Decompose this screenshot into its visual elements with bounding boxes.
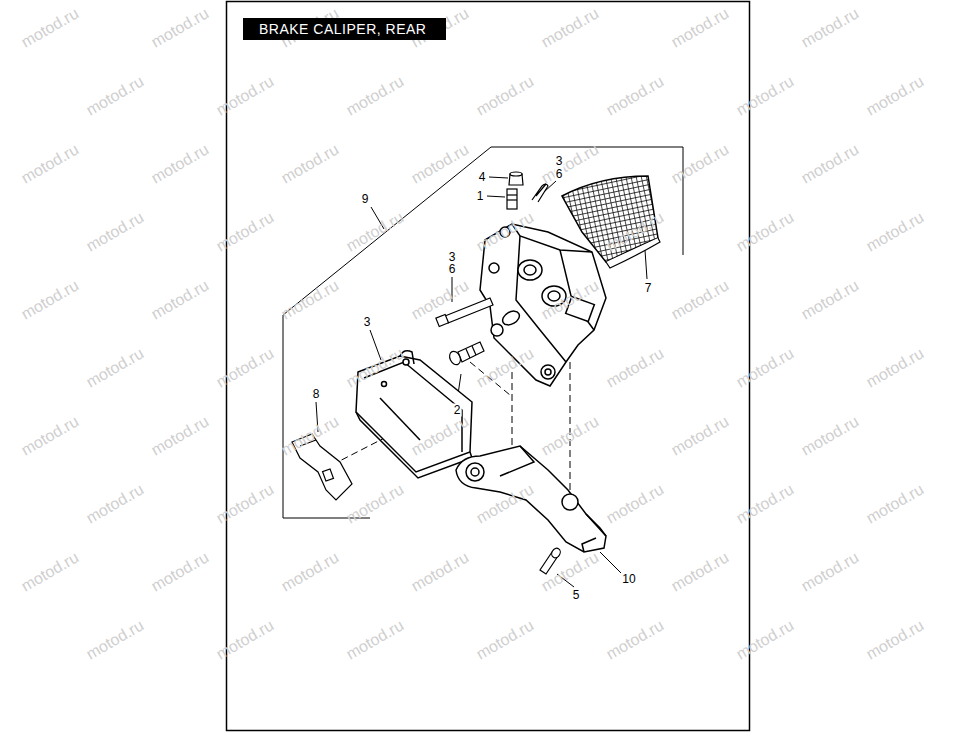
watermark: motod.ru xyxy=(734,209,797,254)
watermark: motod.ru xyxy=(279,141,342,186)
watermark: motod.ru xyxy=(19,413,82,458)
watermark: motod.ru xyxy=(214,481,277,526)
watermark: motod.ru xyxy=(344,617,407,662)
watermark: motod.ru xyxy=(539,141,602,186)
diagram-title: BRAKE CALIPER, REAR xyxy=(243,18,446,40)
watermark: motod.ru xyxy=(799,5,862,50)
watermark: motod.ru xyxy=(344,73,407,118)
watermark: motod.ru xyxy=(669,413,732,458)
watermark: motod.ru xyxy=(864,345,927,390)
watermark: motod.ru xyxy=(734,617,797,662)
watermark: motod.ru xyxy=(149,277,212,322)
watermark: motod.ru xyxy=(799,141,862,186)
watermark: motod.ru xyxy=(149,141,212,186)
watermark: motod.ru xyxy=(84,481,147,526)
watermark: motod.ru xyxy=(214,209,277,254)
watermark: motod.ru xyxy=(669,277,732,322)
callout-number: 8 xyxy=(312,388,321,401)
watermark: motod.ru xyxy=(734,481,797,526)
watermark: motod.ru xyxy=(539,5,602,50)
bleeder-valve xyxy=(507,172,523,209)
callout-number: 6 xyxy=(555,168,564,181)
watermark: motod.ru xyxy=(84,345,147,390)
watermark: motod.ru xyxy=(214,345,277,390)
watermark: motod.ru xyxy=(799,413,862,458)
watermark: motod.ru xyxy=(474,617,537,662)
watermark: motod.ru xyxy=(604,345,667,390)
watermark: motod.ru xyxy=(149,549,212,594)
callout-number: 4 xyxy=(478,171,487,184)
watermark: motod.ru xyxy=(149,5,212,50)
watermark: motod.ru xyxy=(149,413,212,458)
watermark: motod.ru xyxy=(604,481,667,526)
watermark: motod.ru xyxy=(409,141,472,186)
callout-number: 1 xyxy=(476,190,485,203)
watermark: motod.ru xyxy=(214,73,277,118)
watermark: motod.ru xyxy=(864,209,927,254)
watermark: motod.ru xyxy=(539,549,602,594)
watermark: motod.ru xyxy=(799,549,862,594)
watermark: motod.ru xyxy=(669,549,732,594)
watermark: motod.ru xyxy=(734,345,797,390)
watermark: motod.ru xyxy=(864,617,927,662)
callout-number: 5 xyxy=(572,589,581,602)
watermark: motod.ru xyxy=(344,481,407,526)
watermark: motod.ru xyxy=(84,617,147,662)
watermark: motod.ru xyxy=(19,549,82,594)
callout-number: 10 xyxy=(621,573,636,586)
watermark: motod.ru xyxy=(474,73,537,118)
watermark: motod.ru xyxy=(84,209,147,254)
watermark: motod.ru xyxy=(84,73,147,118)
watermark: motod.ru xyxy=(864,481,927,526)
retaining-pin xyxy=(532,184,548,202)
page-frame xyxy=(227,2,750,731)
watermark: motod.ru xyxy=(669,5,732,50)
watermark: motod.ru xyxy=(734,73,797,118)
watermark: motod.ru xyxy=(799,277,862,322)
watermark: motod.ru xyxy=(19,277,82,322)
callout-number: 3 xyxy=(555,155,564,168)
watermark: motod.ru xyxy=(19,5,82,50)
watermark: motod.ru xyxy=(279,549,342,594)
callout-number: 6 xyxy=(448,263,457,276)
watermark: motod.ru xyxy=(344,209,407,254)
watermark: motod.ru xyxy=(214,617,277,662)
watermark: motod.ru xyxy=(409,549,472,594)
mounting-bolt xyxy=(448,342,484,366)
callout-number: 3 xyxy=(363,316,372,329)
watermark: motod.ru xyxy=(669,141,732,186)
callout-number: 7 xyxy=(644,282,653,295)
watermark: motod.ru xyxy=(604,617,667,662)
watermark: motod.ru xyxy=(279,277,342,322)
watermark: motod.ru xyxy=(864,73,927,118)
watermark: motod.ru xyxy=(19,141,82,186)
mounting-bracket xyxy=(456,446,606,552)
callout-number: 2 xyxy=(453,404,462,417)
watermark: motod.ru xyxy=(604,73,667,118)
callout-number: 9 xyxy=(361,193,370,206)
